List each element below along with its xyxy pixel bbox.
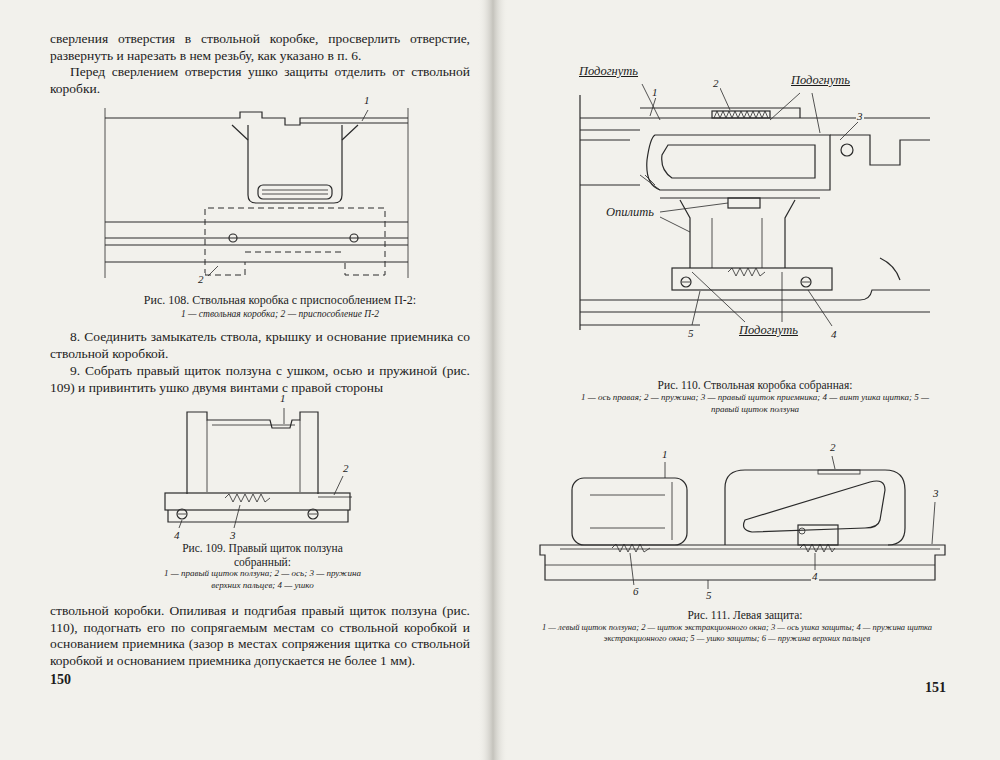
callout-number: 5 (687, 327, 695, 339)
callout-number: 1 (661, 448, 669, 460)
receiver-figure-108 (105, 108, 408, 278)
callout-number: 4 (830, 328, 838, 340)
caption-title: Рис. 108. Ствольная коробка с приспособл… (110, 293, 450, 307)
body-paragraph: Перед сверлением отверстия ушко защиты о… (50, 64, 470, 97)
body-paragraph: 8. Соединить замыкатель ствола, крышку и… (50, 329, 470, 362)
callout-number: 6 (632, 585, 640, 597)
page-number: 150 (50, 672, 71, 688)
callout-number: 5 (705, 589, 713, 601)
caption-legend: 1 — ствольная коробка; 2 — приспособлени… (110, 308, 450, 320)
instruction-label: Подогнуть (738, 324, 799, 338)
caption-legend: 1 — правый щиток ползуна; 2 — ось; 3 — п… (150, 568, 375, 591)
callout-number: 1 (363, 94, 371, 106)
instruction-label: Подогнуть (578, 65, 639, 79)
slide-shield-figure-109 (165, 408, 352, 528)
caption-title: Рис. 110. Ствольная коробка собранная: (580, 378, 930, 392)
assembled-receiver-figure-110 (580, 84, 930, 330)
callout-number: 3 (932, 487, 940, 499)
callout-number: 4 (173, 529, 181, 541)
callout-number: 2 (829, 441, 837, 453)
callout-number: 4 (811, 570, 819, 582)
instruction-label: Подогнуть (790, 74, 851, 88)
caption-legend: 1 — левый щиток ползуна; 2 — щиток экстр… (528, 622, 946, 644)
callout-number: 2 (197, 273, 205, 285)
body-paragraph: ствольной коробки. Опиливая и подгибая п… (50, 603, 470, 669)
caption-title: Рис. 111. Левая защита: (560, 608, 930, 622)
instruction-label: Опилить (605, 206, 655, 220)
callout-number: 1 (651, 86, 659, 98)
caption-title: Рис. 109. Правый щиток ползуна собранный… (160, 541, 365, 569)
callout-number: 3 (229, 529, 237, 541)
body-paragraph: сверления отверстия в ствольной коробке,… (50, 31, 470, 64)
page-fold (478, 0, 508, 760)
callout-number: 1 (279, 392, 287, 404)
page-number: 151 (925, 680, 946, 696)
body-paragraph: 9. Собрать правый щиток ползуна с ушком,… (50, 363, 470, 396)
callout-number: 2 (342, 462, 350, 474)
caption-legend: 1 — ось правая; 2 — пружина; 3 — правый … (580, 392, 930, 415)
callout-number: 3 (856, 110, 864, 122)
left-guard-figure-111 (540, 456, 945, 589)
callout-number: 2 (712, 77, 720, 89)
